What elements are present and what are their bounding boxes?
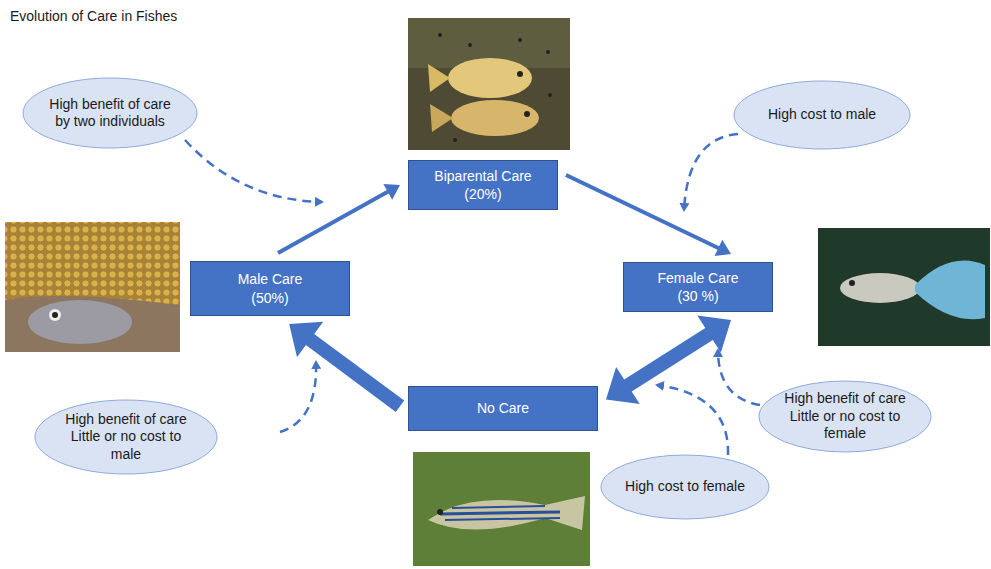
box-label: (30 %)	[677, 287, 718, 305]
cichlid-photo-part	[548, 93, 552, 97]
condition-text: High cost to female	[622, 478, 748, 496]
zebrafish-photo	[413, 452, 590, 566]
zebrafish-photo-part	[437, 509, 443, 515]
condition-ellipse: High benefit of care by two individuals	[22, 77, 198, 149]
condition-text: High cost to male	[756, 106, 888, 124]
guppy-photo-part	[915, 261, 985, 320]
zebrafish-photo-part	[428, 496, 585, 530]
box-label: Male Care	[238, 270, 303, 288]
zebrafish-photo-part	[440, 512, 560, 514]
guppy-photo-part	[818, 228, 990, 346]
egg-guarding-photo-part	[5, 222, 180, 307]
dashed-leader-part	[684, 134, 738, 210]
ellipse-shape	[601, 455, 769, 519]
box-label: (20%)	[464, 185, 501, 203]
egg-guarding-photo-part	[5, 296, 180, 352]
condition-ellipse: High benefit of care Little or no cost t…	[34, 399, 218, 475]
cichlid-photo-part	[408, 18, 570, 150]
cichlid-photo-part	[453, 138, 457, 142]
box-label: (50%)	[251, 289, 288, 307]
egg-guarding-photo-part	[28, 300, 132, 344]
cichlid-photo-part	[428, 64, 450, 92]
zebrafish-photo-part	[445, 518, 560, 520]
cichlid-photo-part	[448, 58, 532, 98]
cichlid-photo	[408, 18, 570, 150]
condition-text: High benefit of care Little or no cost t…	[58, 411, 194, 464]
care-box: Male Care(50%)	[190, 261, 350, 316]
box-label: Female Care	[658, 269, 739, 287]
transition-arrow	[606, 315, 731, 404]
diagram-title: Evolution of Care in Fishes	[10, 8, 177, 24]
care-box: Female Care(30 %)	[623, 262, 773, 312]
egg-guarding-photo-part	[5, 222, 180, 352]
condition-ellipse: High cost to female	[600, 454, 770, 520]
dashed-leader-part	[657, 385, 728, 455]
dashed-leader-part	[718, 350, 760, 405]
ellipse-shape	[759, 381, 931, 452]
guppy-photo-part	[849, 280, 855, 286]
egg-guarding-photo	[5, 222, 180, 352]
cichlid-photo-part	[438, 33, 442, 37]
ellipse-shape	[734, 81, 910, 149]
transition-arrow	[289, 322, 404, 412]
guppy-photo	[818, 228, 990, 346]
care-box: No Care	[408, 386, 598, 431]
zebrafish-photo-part	[452, 506, 545, 508]
cichlid-photo-part	[430, 104, 453, 132]
cichlid-photo-part	[546, 50, 550, 54]
guppy-photo-part	[840, 273, 920, 303]
box-label: No Care	[477, 399, 529, 417]
cichlid-photo-part	[468, 43, 472, 47]
dashed-leader-part	[185, 140, 322, 202]
ellipse-shape	[23, 78, 197, 148]
transition-arrow	[277, 184, 400, 255]
condition-ellipse: High benefit of care Little or no cost t…	[758, 380, 932, 453]
condition-text: High benefit of care Little or no cost t…	[781, 390, 910, 443]
egg-guarding-photo-part	[49, 309, 61, 321]
cichlid-photo-part	[451, 100, 539, 136]
condition-ellipse: High cost to male	[733, 80, 911, 150]
egg-guarding-photo-part	[52, 312, 58, 318]
care-box: Biparental Care(20%)	[408, 160, 558, 210]
transition-arrow	[565, 173, 731, 256]
cichlid-photo-part	[517, 71, 523, 77]
cichlid-photo-part	[524, 111, 530, 117]
dashed-leader-part	[280, 362, 316, 432]
ellipse-shape	[35, 400, 217, 474]
box-label: Biparental Care	[434, 167, 531, 185]
cichlid-photo-part	[518, 38, 522, 42]
condition-text: High benefit of care by two individuals	[45, 96, 175, 131]
zebrafish-photo-part	[413, 452, 590, 566]
